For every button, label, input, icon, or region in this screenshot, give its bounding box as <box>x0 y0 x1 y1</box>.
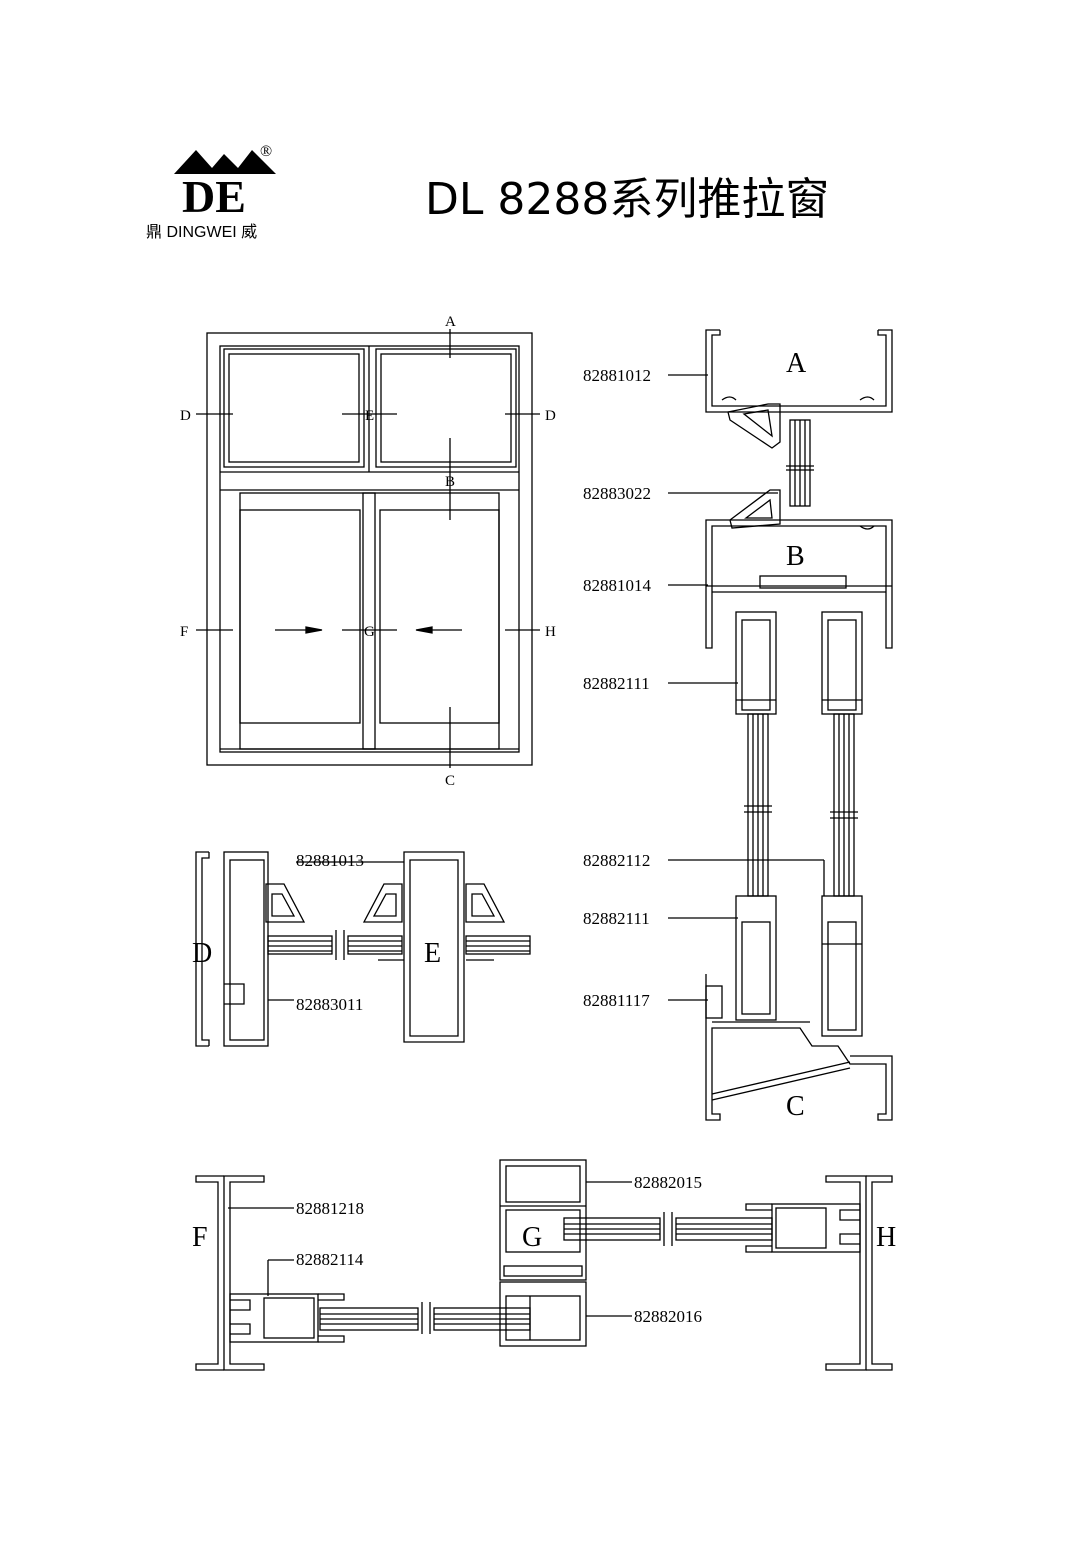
brand-right-char: 威 <box>241 224 258 241</box>
section-label-f: F <box>192 1222 208 1253</box>
window-elevation <box>196 329 540 768</box>
section-d-e <box>195 851 531 1047</box>
elev-label-d-left: D <box>180 408 191 424</box>
section-label-e: E <box>424 938 441 969</box>
brand-name: DINGWEI <box>166 224 237 241</box>
part-82882112: 82882112 <box>583 851 650 870</box>
logo-letters: DE <box>182 171 246 218</box>
part-82882016: 82882016 <box>634 1307 702 1326</box>
elev-label-b: B <box>445 474 455 490</box>
part-82881218: 82881218 <box>296 1199 364 1218</box>
elev-label-a: A <box>445 314 456 330</box>
section-label-g: G <box>522 1222 542 1253</box>
part-82881013: 82881013 <box>296 851 364 870</box>
part-82882111-bottom: 82882111 <box>583 909 650 928</box>
section-label-b: B <box>786 541 805 572</box>
part-82881014: 82881014 <box>583 576 652 595</box>
section-label-h: H <box>876 1222 896 1253</box>
brand-caption: 鼎 DINGWEI 威 <box>146 218 257 242</box>
brand-left-char: 鼎 <box>146 224 163 241</box>
part-82882114: 82882114 <box>296 1250 364 1269</box>
part-82881012: 82881012 <box>583 366 651 385</box>
part-82883022: 82883022 <box>583 484 651 503</box>
section-f-g-h <box>195 1159 893 1371</box>
brand-logo: DE ® <box>174 143 276 218</box>
part-82882111-top: 82882111 <box>583 674 650 693</box>
part-82883011: 82883011 <box>296 995 363 1014</box>
registered-mark: ® <box>260 143 272 160</box>
elev-label-d-right: D <box>545 408 556 424</box>
part-82882015: 82882015 <box>634 1173 702 1192</box>
section-label-a: A <box>786 348 807 379</box>
page-title: DL 8288系列推拉窗 <box>425 174 830 225</box>
vertical-section <box>668 329 893 1121</box>
section-label-c: C <box>786 1091 805 1122</box>
section-label-d: D <box>192 938 212 969</box>
elev-label-g: G <box>364 624 375 640</box>
elev-label-f: F <box>180 624 188 640</box>
part-82881117: 82881117 <box>583 991 650 1010</box>
elev-label-e: E <box>365 408 374 424</box>
elev-label-h: H <box>545 624 556 640</box>
elev-label-c: C <box>445 773 455 789</box>
